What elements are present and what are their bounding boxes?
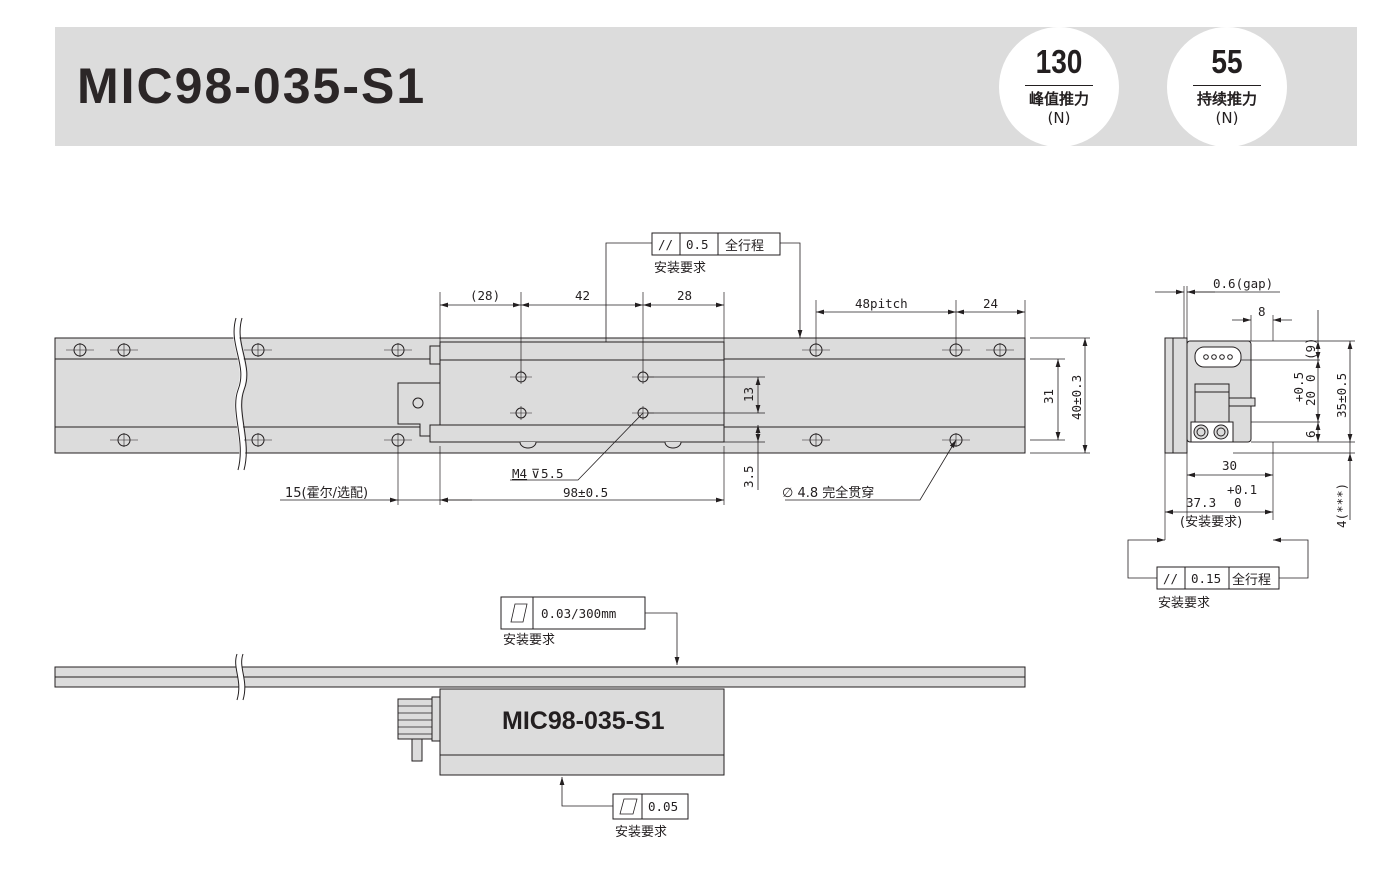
side-flange — [1164, 337, 1174, 454]
dim-15: 15(霍尔/选配) — [285, 486, 368, 501]
mover-bracket — [397, 382, 441, 437]
front-view — [54, 596, 1026, 820]
dim-30: 30 — [1222, 458, 1237, 473]
dim-20-tol-minus: 0 — [1303, 374, 1318, 382]
peak-force-label: 峰值推力 — [1028, 90, 1089, 108]
flat-tol-frame-2 — [612, 793, 689, 820]
side-tol-symbol: // — [1163, 571, 1178, 586]
dim-37: 37.3 — [1186, 495, 1216, 510]
continuous-force-value: 55 — [1211, 43, 1243, 80]
peak-force-badge: 130 峰值推力 (N) — [999, 27, 1119, 147]
dim-42: 42 — [575, 288, 590, 303]
break-mark — [233, 317, 246, 471]
continuous-force-badge: 55 持续推力 (N) — [1167, 27, 1287, 147]
side-view-labels: 0.6(gap) 8 (9) +0.5 0 20 35±0.5 6 4(***)… — [1158, 276, 1349, 611]
side-tol-note: 安装要求 — [1158, 596, 1210, 611]
gap-label: 0.6(gap) — [1213, 276, 1273, 291]
connector-plug — [1194, 346, 1242, 368]
flat-tol-2-value: 0.05 — [648, 799, 678, 814]
front-cable — [411, 738, 423, 762]
depth-icon: ⊽ — [531, 466, 540, 481]
model-title: MIC98-035-S1 — [77, 58, 427, 114]
dim-20: 20 — [1303, 391, 1318, 406]
dim-28a: (28) — [470, 288, 500, 303]
hole-label: ∅ 4.8 完全贯穿 — [782, 485, 874, 501]
dim-3-5: 3.5 — [741, 465, 756, 488]
dim-13: 13 — [741, 387, 756, 402]
cable-port — [429, 345, 441, 365]
continuous-force-unit: (N) — [1215, 109, 1239, 127]
dim-6: 6 — [1303, 430, 1318, 438]
header-band: MIC98-035-S1 130 峰值推力 (N) 55 持续推力 (N) — [55, 27, 1357, 147]
top-view — [54, 232, 1090, 505]
peak-force-unit: (N) — [1047, 109, 1071, 127]
dim-98: 98±0.5 — [563, 485, 608, 500]
front-view-labels: MIC98-035-S1 0.03/300mm 安装要求 0.05 安装要求 — [502, 606, 678, 840]
m4-label: M4 — [512, 466, 527, 481]
top-view-labels: // 0.5 全行程 安装要求 (28) 42 28 48pitch 24 31… — [285, 237, 1084, 501]
tol-leader-left — [605, 242, 652, 342]
flat-tol-2-note: 安装要求 — [615, 825, 667, 840]
side-tol-value: 0.15 — [1191, 571, 1221, 586]
cable-stub — [1228, 397, 1256, 407]
dim-24: 24 — [983, 296, 998, 311]
side-body — [1172, 337, 1188, 454]
flat-tol-1-note: 安装要求 — [503, 633, 555, 648]
tol-leader-right — [780, 242, 803, 338]
dim-9: (9) — [1303, 337, 1318, 360]
mover-base — [429, 424, 725, 443]
m4-depth: 5.5 — [541, 466, 564, 481]
front-mover — [439, 688, 725, 776]
continuous-force-rule — [1193, 85, 1261, 86]
flat-leader-1 — [645, 612, 680, 665]
dim-31: 31 — [1041, 389, 1056, 404]
front-connector — [397, 698, 433, 740]
dim-4: 4(***) — [1334, 483, 1349, 528]
dim-pitch: 48pitch — [855, 296, 908, 311]
continuous-force-label: 持续推力 — [1196, 90, 1257, 108]
side-view — [1127, 286, 1355, 590]
front-model-label: MIC98-035-S1 — [502, 707, 665, 735]
m4-leader — [510, 412, 644, 481]
dim-37-tol-minus: 0 — [1234, 495, 1242, 510]
flat-tol-1-value: 0.03/300mm — [541, 606, 616, 621]
dim-20-tol-plus: +0.5 — [1291, 372, 1306, 402]
side-tol-scope: 全行程 — [1232, 572, 1271, 588]
dim-37-note: (安装要求) — [1180, 515, 1242, 530]
flat-leader-2 — [559, 777, 613, 807]
side-tol-leader-right — [1273, 537, 1309, 579]
tol-scope: 全行程 — [725, 238, 764, 254]
side-tol-leader-left — [1127, 537, 1165, 579]
dim-40: 40±0.3 — [1069, 375, 1084, 420]
tol-note: 安装要求 — [654, 261, 706, 276]
side-tol-frame — [1156, 566, 1280, 590]
peak-force-value: 130 — [1035, 43, 1083, 80]
tol-symbol: // — [658, 237, 673, 252]
hall-block — [1194, 383, 1230, 423]
peak-force-rule — [1025, 85, 1093, 86]
dim-35s: 35±0.5 — [1334, 373, 1349, 418]
parallel-tol-frame — [651, 232, 781, 256]
tol-value: 0.5 — [686, 237, 709, 252]
dim-8: 8 — [1258, 304, 1266, 319]
hole-leader — [785, 439, 957, 501]
dim-37-tol-plus: +0.1 — [1227, 482, 1257, 497]
dim-28b: 28 — [677, 288, 692, 303]
